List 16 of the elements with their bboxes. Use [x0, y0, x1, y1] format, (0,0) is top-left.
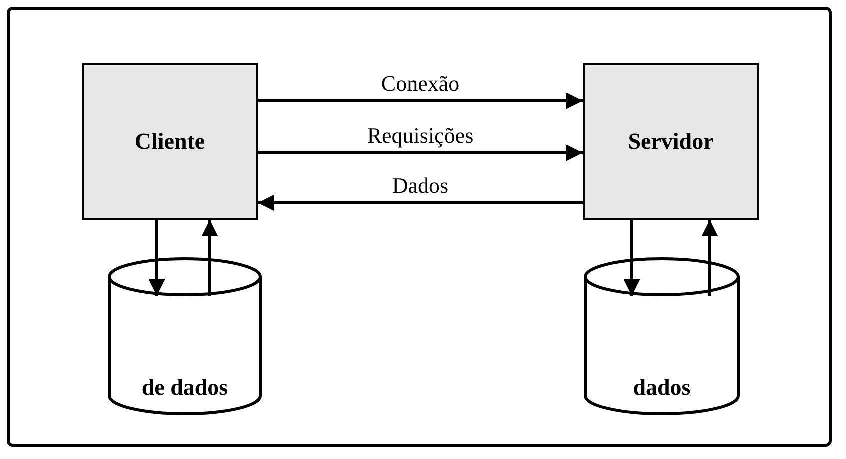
node-label: de dados	[142, 375, 228, 401]
arrow	[258, 92, 583, 110]
arrow	[202, 220, 218, 296]
arrow	[258, 194, 583, 212]
arrow	[148, 220, 166, 296]
arrow	[702, 220, 718, 296]
node-label: Cliente	[134, 128, 206, 154]
arrow	[624, 220, 640, 296]
database-cylinder	[108, 258, 262, 415]
database-cylinder	[584, 258, 740, 415]
node-label: dados	[633, 375, 691, 401]
edge-label: Requisições	[365, 125, 476, 147]
process-box	[583, 63, 759, 220]
node-label: Servidor	[628, 128, 714, 154]
process-box	[82, 63, 258, 220]
arrow	[258, 144, 583, 162]
